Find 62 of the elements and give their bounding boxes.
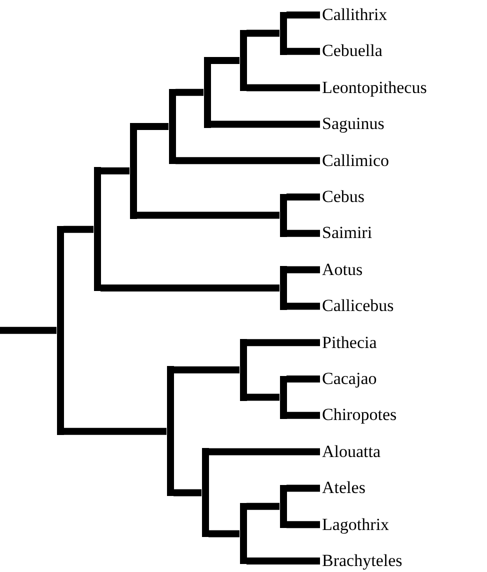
branch-bar (202, 448, 208, 538)
branch-line (246, 30, 280, 37)
branch-line (100, 167, 130, 174)
taxon-label: Cacajao (322, 368, 377, 390)
taxon-label: Lagothrix (322, 514, 390, 536)
branch-line (246, 339, 320, 346)
branch-bar (240, 30, 246, 92)
taxon-label: Saguinus (322, 113, 384, 136)
taxon-label: Saimiri (322, 222, 372, 244)
branch-line (246, 394, 280, 401)
branch-line (286, 230, 320, 237)
branch-bar (166, 366, 174, 496)
branch-line (246, 558, 320, 564)
taxon-label: Ateles (322, 477, 366, 500)
branch-bar (240, 502, 246, 564)
taxon-label: Pithecia (322, 332, 377, 354)
branch-line (246, 84, 320, 92)
branch-line (286, 194, 320, 200)
taxon-label: Callithrix (322, 4, 388, 26)
taxon-label: Cebus (322, 186, 364, 208)
taxon-label: Brachyteles (322, 550, 402, 572)
taxon-label: Aotus (322, 258, 363, 281)
branch-line (286, 302, 320, 310)
taxon-label: Callimico (322, 150, 390, 172)
branch-bar (204, 57, 210, 128)
branch-bar (280, 484, 286, 528)
branch-bar (280, 12, 286, 55)
branch-line (286, 521, 320, 528)
taxon-label: Alouatta (322, 440, 381, 463)
branch-line (210, 120, 320, 128)
branch-line (0, 326, 56, 334)
taxon-label: Cebuella (322, 40, 382, 62)
branch-bar (280, 194, 286, 237)
branch-line (208, 448, 320, 456)
branch-bar (94, 167, 100, 292)
branch-line (64, 226, 94, 233)
branch-line (174, 489, 202, 496)
branch-line (286, 376, 320, 382)
branch-bar (240, 339, 246, 401)
branch-bar (168, 88, 176, 164)
branch-bar (280, 376, 286, 419)
taxon-label: Leontopithecus (322, 76, 427, 99)
branch-bar (56, 226, 64, 435)
taxon-label: Chiropotes (322, 404, 397, 426)
branch-line (210, 57, 240, 64)
branch-line (286, 484, 320, 492)
branch-line (208, 530, 240, 538)
branch-line (64, 428, 166, 435)
branch-bar (280, 266, 286, 310)
branch-line (286, 412, 320, 419)
branch-line (176, 88, 204, 96)
branch-line (286, 48, 320, 55)
branch-line (286, 12, 320, 18)
branch-line (100, 284, 280, 292)
branch-line (136, 122, 168, 130)
branch-line (246, 502, 280, 510)
branch-line (286, 266, 320, 274)
branch-bar (130, 122, 136, 219)
branch-line (136, 212, 280, 219)
branch-line (176, 157, 320, 164)
taxon-label: Callicebus (322, 295, 394, 318)
branch-line (174, 366, 240, 374)
